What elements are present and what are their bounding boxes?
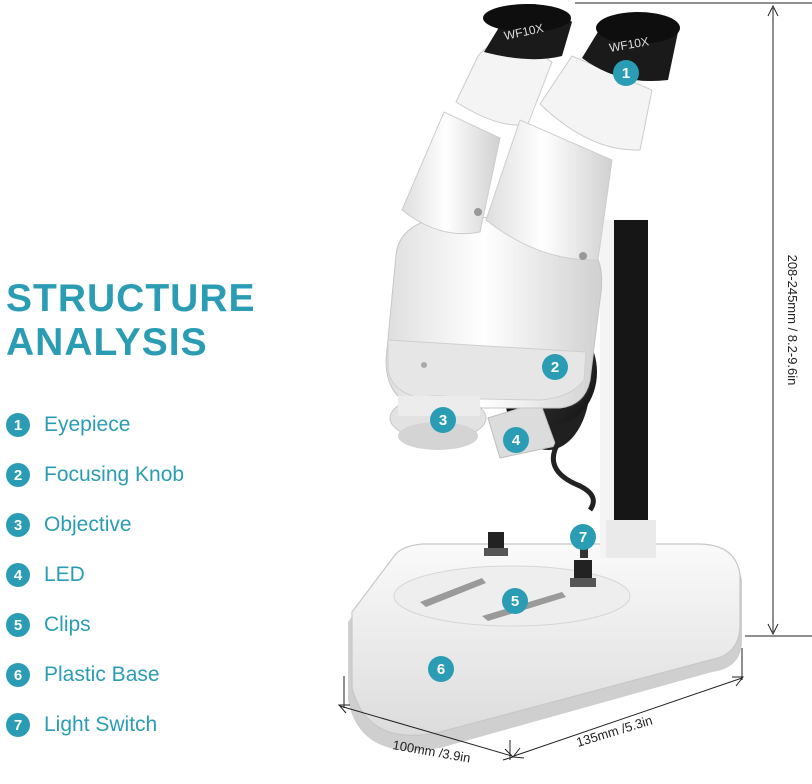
- legend-label: Clips: [44, 613, 91, 636]
- title: STRUCTURE ANALYSIS: [6, 277, 256, 365]
- marker-number: 4: [512, 432, 521, 449]
- legend-label: Light Switch: [44, 713, 158, 736]
- marker-objective: 3: [430, 407, 456, 433]
- legend-item: 3 Objective: [6, 500, 184, 550]
- marker-led: 4: [503, 427, 529, 453]
- legend-item: 1 Eyepiece: [6, 400, 184, 450]
- height-dimension: [575, 2, 812, 637]
- marker-number: 6: [437, 661, 445, 678]
- legend-label: Objective: [44, 513, 132, 536]
- marker-plastic-base: 6: [428, 656, 454, 682]
- legend-item: 4 LED: [6, 550, 184, 600]
- screw: [579, 252, 587, 260]
- legend-item: 7 Light Switch: [6, 700, 184, 750]
- marker-number: 2: [551, 359, 559, 376]
- legend-number-badge: 2: [6, 463, 30, 487]
- parts-legend: 1 Eyepiece 2 Focusing Knob 3 Objective 4 LED…: [6, 400, 184, 750]
- plastic-base: [348, 543, 742, 751]
- legend-label: Eyepiece: [44, 413, 131, 436]
- legend-number-badge: 3: [6, 513, 30, 537]
- title-line-2: ANALYSIS: [6, 321, 208, 364]
- legend-number-badge: 5: [6, 613, 30, 637]
- screw: [474, 208, 482, 216]
- legend-number-badge: 1: [6, 413, 30, 437]
- legend-number-badge: 6: [6, 663, 30, 687]
- legend-item: 6 Plastic Base: [6, 650, 184, 700]
- screw: [421, 362, 427, 368]
- legend-label: Focusing Knob: [44, 463, 185, 486]
- left-eyepiece-tube: WF10X: [401, 4, 572, 235]
- marker-number: 3: [439, 412, 447, 429]
- title-line-1: STRUCTURE: [6, 277, 256, 320]
- height-dimension-label: 208-245mm / 8.2-9.6in: [785, 255, 800, 386]
- marker-clips: 5: [502, 588, 528, 614]
- legend-number-badge: 7: [6, 713, 30, 737]
- legend-item: 5 Clips: [6, 600, 184, 650]
- legend-number-badge: 4: [6, 563, 30, 587]
- marker-number: 1: [622, 65, 630, 82]
- right-eyepiece-marking: WF10X: [608, 34, 650, 55]
- legend-item: 2 Focusing Knob: [6, 450, 184, 500]
- width-dimension: [512, 648, 745, 759]
- marker-number: 5: [511, 593, 519, 610]
- marker-eyepiece: 1: [613, 60, 639, 86]
- depth-dimension: [337, 676, 514, 761]
- marker-number: 7: [579, 529, 587, 546]
- pillar: [600, 220, 656, 558]
- marker-light-switch: 7: [570, 524, 596, 550]
- legend-label: LED: [44, 563, 85, 586]
- legend-label: Plastic Base: [44, 663, 160, 686]
- marker-focusing-knob: 2: [542, 354, 568, 380]
- width-dimension-label: 135mm /5.3in: [574, 712, 654, 749]
